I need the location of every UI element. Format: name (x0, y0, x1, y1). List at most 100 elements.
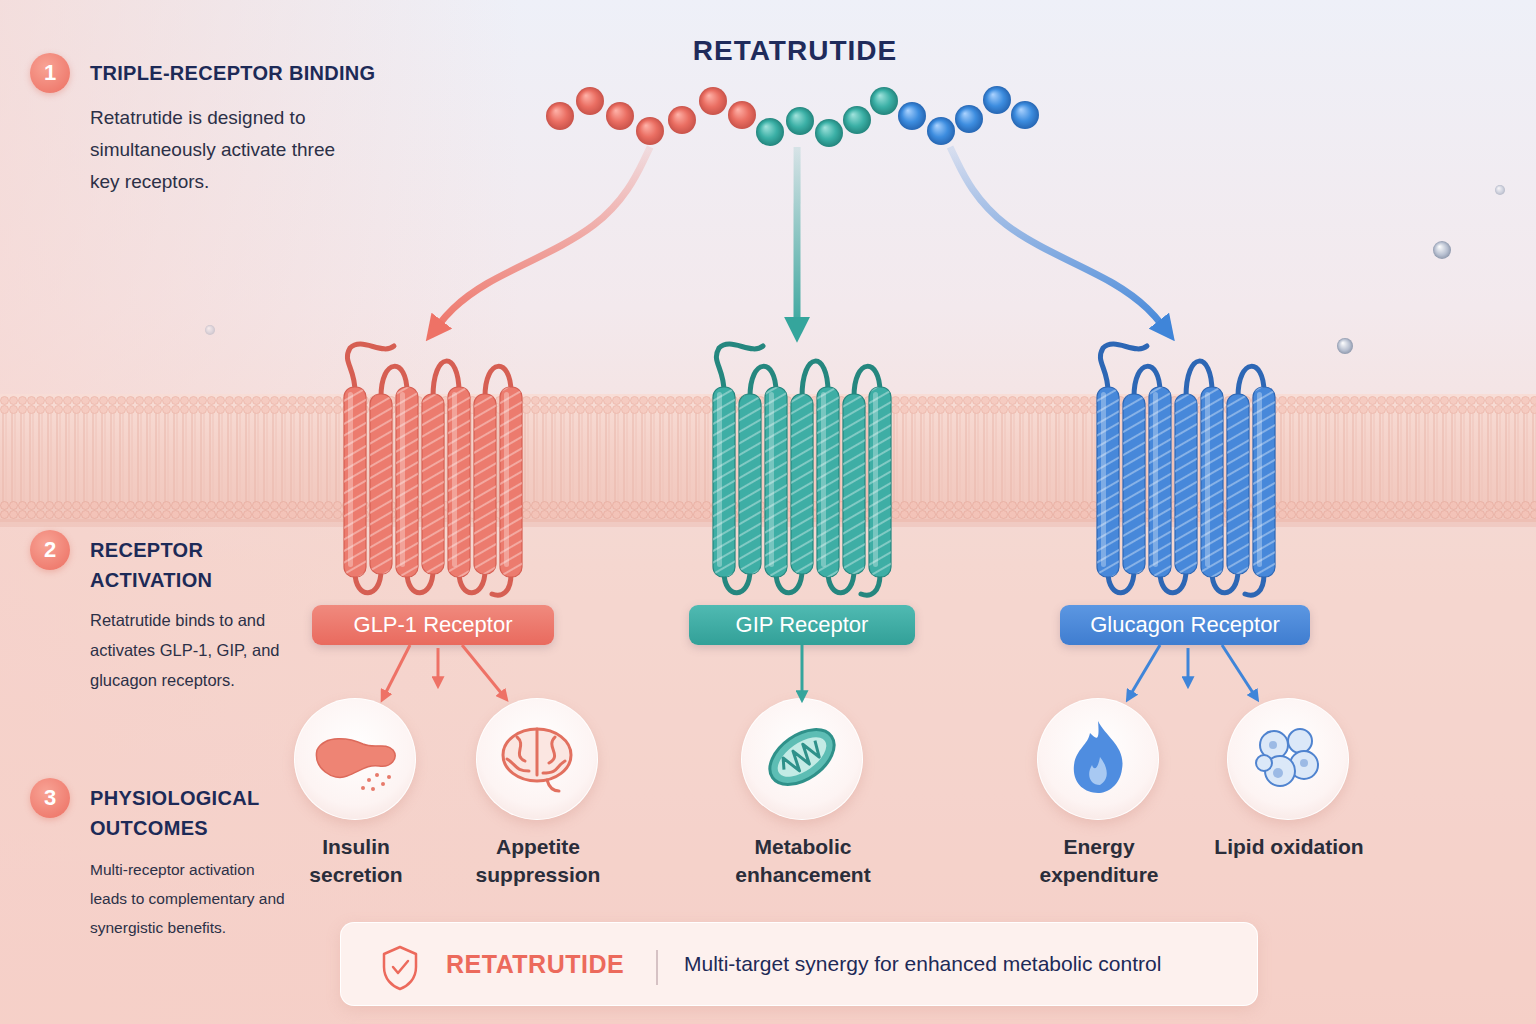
brain-outline (503, 729, 571, 781)
receptor: Glucagon Receptor (1060, 335, 1310, 645)
cytoplasm (0, 520, 1536, 1024)
banner-divider (656, 950, 658, 985)
receptor-protein (713, 344, 891, 595)
shield-icon (384, 947, 416, 989)
brain-stem (547, 780, 559, 791)
mitochondrion-inner (771, 729, 833, 784)
mitochondrion-icon (760, 718, 844, 795)
molecule-name: RETATRUTIDE (540, 20, 1050, 68)
connector-arrow (383, 645, 410, 698)
signal-arrow (1187, 648, 1190, 684)
peptide-bead (870, 87, 898, 115)
brain-fold (543, 761, 565, 773)
step-block: 3PHYSIOLOGICAL OUTCOMESMulti-receptor ac… (30, 778, 320, 938)
peptide-bead (636, 117, 664, 145)
receptor-protein (1097, 344, 1275, 595)
receptor-label: GLP-1 Receptor (312, 605, 554, 645)
particle (1433, 241, 1451, 259)
peptide-bead (668, 106, 696, 134)
step-number: 3 (30, 778, 70, 818)
outcome-circle: Lipid oxidation (1227, 698, 1349, 820)
molecule: RETATRUTIDE (540, 20, 1050, 147)
receptor: GLP-1 Receptor (312, 335, 554, 645)
check-mark (393, 961, 408, 973)
step-heading: PHYSIOLOGICAL OUTCOMES (90, 778, 280, 843)
peptide-bead (898, 102, 926, 130)
brain-fold (536, 729, 539, 775)
outcome-label: Lipid oxidation (1214, 833, 1364, 861)
step-heading: TRIPLE-RECEPTOR BINDING (90, 53, 410, 88)
fat-cell (1290, 751, 1318, 779)
outcome-circle: Appetite suppression (476, 698, 598, 820)
brain-fold (507, 759, 529, 771)
receptor: GIP Receptor (689, 335, 915, 645)
step-description: Multi-receptor activation leads to compl… (90, 855, 295, 942)
pancreas-icon (316, 739, 395, 791)
brain-icon (503, 729, 571, 791)
signal-arrow (437, 648, 440, 684)
lipid-droplet (1300, 759, 1308, 767)
insulin-dot (387, 775, 391, 779)
peptide-bead (786, 107, 814, 135)
flame-inner (1089, 757, 1107, 785)
peptide-bead (606, 102, 634, 130)
peptide-bead (728, 101, 756, 129)
connector-arrow (462, 645, 505, 698)
receptor-label: Glucagon Receptor (1060, 605, 1310, 645)
peptide-bead (1011, 101, 1039, 129)
peptide-bead (576, 87, 604, 115)
outcome-circle: Insulin secretion (294, 698, 416, 820)
outcome-label: Insulin secretion (281, 833, 431, 889)
outcome-label: Appetite suppression (463, 833, 613, 889)
peptide-bead (983, 86, 1011, 114)
lipid-droplet (1269, 741, 1277, 749)
cristae (778, 737, 824, 777)
insulin-dot (361, 786, 365, 790)
particle (1495, 185, 1505, 195)
peptide-bead (955, 105, 983, 133)
peptide-bead (843, 106, 871, 134)
shield-outline (384, 947, 416, 989)
outcome-circle: Metabolic enhancement (741, 698, 863, 820)
fat-cell (1288, 729, 1312, 753)
outcome-circle: Energy expenditure (1037, 698, 1159, 820)
peptide-chain (546, 86, 1039, 147)
step-heading: RECEPTOR ACTIVATION (90, 530, 260, 595)
mitochondrion-outer (760, 718, 844, 795)
flame-outer (1074, 721, 1123, 793)
banner-title: RETATRUTIDE (446, 923, 624, 1005)
fat-cell (1265, 756, 1295, 786)
receptor-protein (344, 344, 522, 595)
fat-cell-icon (1256, 729, 1318, 786)
peptide-bead (699, 87, 727, 115)
lipid-droplet (1273, 768, 1283, 778)
peptide-bead (815, 119, 843, 147)
step-block: 1TRIPLE-RECEPTOR BINDINGRetatrutide is d… (30, 53, 370, 203)
insulin-dot (367, 778, 371, 782)
outcome-label: Metabolic enhancement (728, 833, 878, 889)
connector-arrow (950, 147, 1170, 335)
step-block: 2RECEPTOR ACTIVATIONRetatrutide binds to… (30, 530, 320, 690)
brain-fold (549, 737, 555, 763)
pancreas-shape (316, 739, 395, 778)
connector-arrow (801, 645, 804, 698)
summary-banner: RETATRUTIDE Multi-target synergy for enha… (340, 922, 1258, 1006)
insulin-dot (375, 773, 379, 777)
particle (1337, 338, 1353, 354)
banner-tagline: Multi-target synergy for enhanced metabo… (684, 923, 1161, 1005)
floating-particles (205, 185, 1505, 354)
connector-arrow (431, 147, 651, 335)
flame-icon (1074, 721, 1123, 793)
step-number: 2 (30, 530, 70, 570)
outcome-label: Energy expenditure (1024, 833, 1174, 889)
step-description: Retatrutide binds to and activates GLP-1… (90, 605, 305, 695)
peptide-bead (927, 117, 955, 145)
peptide-bead (546, 102, 574, 130)
insulin-dot (371, 787, 375, 791)
particle (205, 325, 215, 335)
receptor-label: GIP Receptor (689, 605, 915, 645)
connector-arrow (794, 147, 801, 335)
